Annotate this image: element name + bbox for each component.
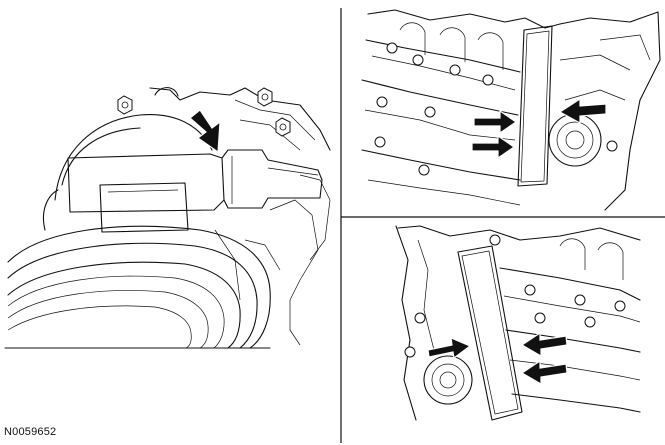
hex-bolt-icon (534, 312, 546, 324)
hex-bolt-icon (489, 234, 501, 246)
callout-arrow-icon (189, 109, 221, 154)
hex-bolt-icon (412, 54, 424, 66)
hex-bolt-icon (606, 140, 618, 152)
hex-bolt-icon (374, 136, 386, 148)
hex-bolt-icon (482, 74, 494, 86)
figure-code-label: N0059652 (4, 426, 57, 438)
callout-arrow-icon (471, 134, 516, 160)
hex-bolt-icon (524, 284, 536, 296)
bottom-right-panel-gasket-view (395, 225, 641, 421)
hex-bolt-icon (414, 312, 426, 324)
callout-arrow-icon (520, 359, 568, 386)
hex-bolt-icon (117, 95, 133, 115)
callout-arrow-icon (427, 337, 472, 360)
top-right-panel-gasket-view (361, 9, 661, 211)
hex-bolt-icon (584, 316, 596, 328)
hex-bolt-icon (404, 346, 416, 358)
hex-bolt-icon (257, 87, 273, 107)
hex-bolt-icon (376, 96, 388, 108)
hex-bolt-icon (386, 42, 398, 54)
hex-bolt-icon (275, 117, 291, 137)
callout-arrow-icon (473, 109, 518, 135)
hex-bolt-icon (449, 64, 461, 76)
hex-bolt-icon (424, 106, 436, 118)
callout-arrow-icon (558, 97, 607, 125)
hex-bolt-icon (574, 294, 586, 306)
callout-arrow-icon (520, 331, 568, 358)
left-panel-compressor-view (4, 87, 331, 349)
hex-bolt-icon (418, 164, 430, 176)
hex-bolt-icon (614, 300, 626, 312)
